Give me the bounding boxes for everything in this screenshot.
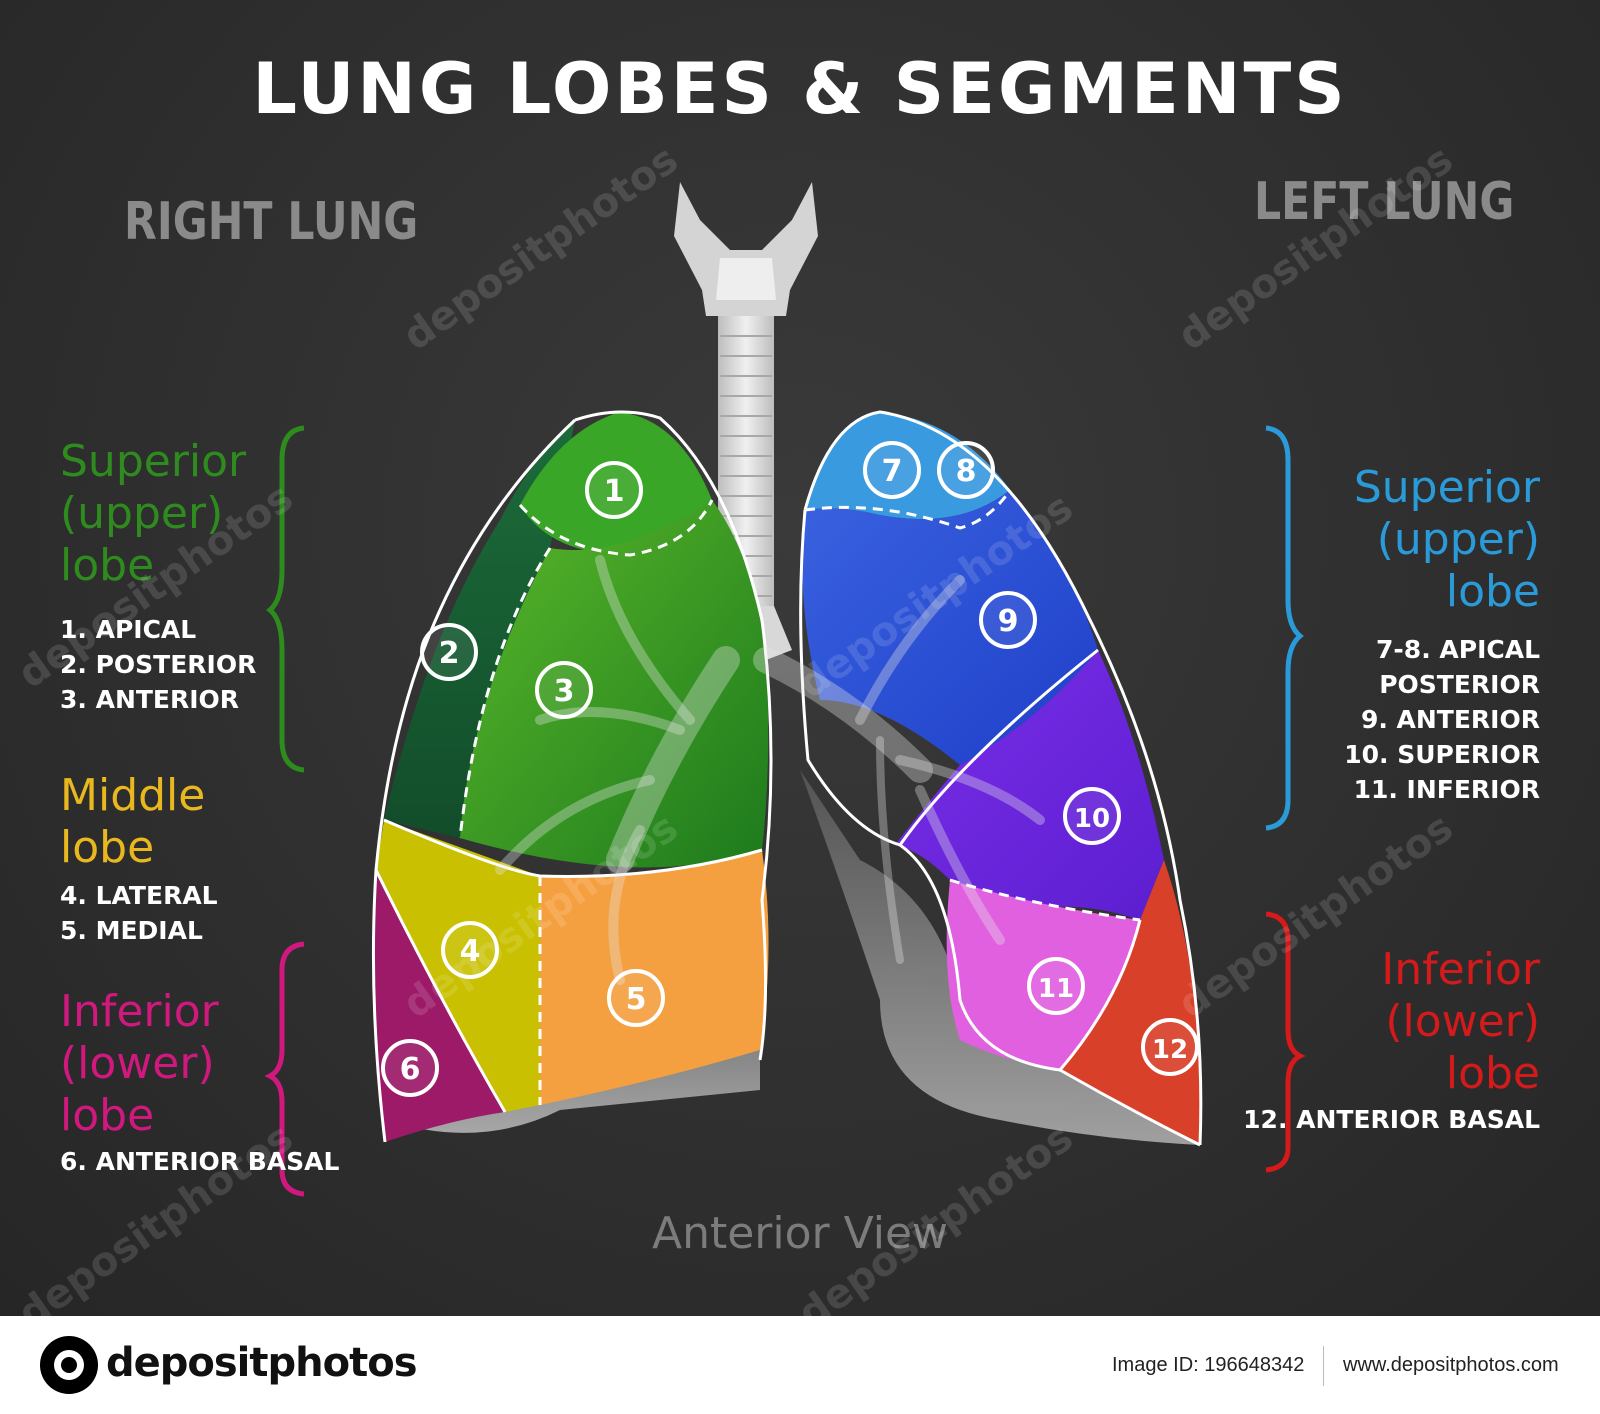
brackets — [264, 425, 1306, 1197]
footer-divider — [1323, 1346, 1324, 1386]
footer-bar: depositphotos Image ID: 196648342 www.de… — [0, 1316, 1600, 1414]
segment-number: 6 — [400, 1052, 421, 1087]
segment-badge-1: 1 — [585, 461, 643, 519]
segment-9-region — [802, 490, 1098, 765]
segment-badge-8: 8 — [937, 441, 995, 499]
view-label: Anterior View — [651, 1208, 949, 1259]
segment-badge-3: 3 — [535, 661, 593, 719]
segment-3-region — [460, 500, 769, 868]
segment-number: 5 — [626, 982, 647, 1017]
segment-number: 1 — [604, 474, 625, 509]
segment-number: 3 — [554, 674, 575, 709]
segment-number: 8 — [956, 454, 977, 489]
left-inferior-lobe-name: Inferior (lower) lobe — [1381, 944, 1540, 1099]
segment-6-region — [374, 870, 505, 1142]
segment-number: 2 — [439, 636, 460, 671]
segment-label: 3. ANTERIOR — [60, 685, 240, 714]
segment-7-8-region — [805, 412, 1010, 520]
segment-number: 12 — [1152, 1035, 1188, 1065]
segment-number: 9 — [998, 604, 1019, 639]
left-lung — [799, 410, 1203, 1147]
segment-label: 2. POSTERIOR — [60, 650, 257, 679]
right-lung-heading: RIGHT LUNG — [124, 192, 419, 252]
left-superior-segments: 7-8. APICAL POSTERIOR 9. ANTERIOR 10. SU… — [1344, 632, 1540, 807]
depositphotos-logo-icon — [40, 1336, 98, 1394]
segment-badge-2: 2 — [420, 623, 478, 681]
segment-label: 1. APICAL — [60, 615, 197, 644]
footer-logo-text: depositphotos — [106, 1340, 418, 1386]
page-title: LUNG LOBES & SEGMENTS — [252, 48, 1348, 130]
right-superior-lobe-name: Superior (upper) lobe — [60, 436, 247, 591]
segment-label: POSTERIOR — [1379, 670, 1540, 699]
segment-1-region — [520, 412, 712, 555]
segment-11-region — [946, 880, 1140, 1070]
right-middle-segments: 4. LATERAL 5. MEDIAL — [60, 878, 218, 948]
right-lung — [371, 410, 773, 1143]
bronchial-tree — [495, 555, 1045, 985]
right-superior-segments: 1. APICAL 2. POSTERIOR 3. ANTERIOR — [60, 612, 256, 717]
segment-label: 7-8. APICAL — [1376, 635, 1540, 664]
segment-label: 9. ANTERIOR — [1360, 705, 1540, 734]
segment-badge-12: 12 — [1141, 1018, 1199, 1076]
segment-label: 12. ANTERIOR BASAL — [1243, 1105, 1540, 1134]
segment-4-region — [376, 820, 540, 1112]
left-inferior-segments: 12. ANTERIOR BASAL — [1243, 1102, 1540, 1137]
segment-2-region — [384, 420, 575, 838]
right-inferior-lobe-name: Inferior (lower) lobe — [60, 986, 219, 1141]
segment-badge-6: 6 — [381, 1039, 439, 1097]
infographic-canvas: LUNG LOBES & SEGMENTS RIGHT LUNG LEFT LU… — [0, 0, 1600, 1338]
segment-label: 11. INFERIOR — [1353, 775, 1540, 804]
left-lung-heading: LEFT LUNG — [1254, 172, 1515, 232]
segment-number: 11 — [1038, 974, 1074, 1004]
footer-url[interactable]: www.depositphotos.com — [1343, 1354, 1559, 1376]
segment-badge-4: 4 — [441, 921, 499, 979]
segment-label: 4. LATERAL — [60, 881, 218, 910]
right-middle-lobe-name: Middle lobe — [60, 770, 206, 873]
left-superior-lobe-name: Superior (upper) lobe — [1353, 462, 1540, 617]
segment-number: 4 — [460, 934, 481, 969]
segment-number: 7 — [882, 454, 903, 489]
footer-image-id: Image ID: 196648342 — [1112, 1354, 1305, 1376]
segment-10-region — [895, 650, 1164, 920]
segment-label: 5. MEDIAL — [60, 916, 203, 945]
segment-badge-7: 7 — [863, 441, 921, 499]
segment-label: 6. ANTERIOR BASAL — [60, 1147, 340, 1176]
right-inferior-segments: 6. ANTERIOR BASAL — [60, 1144, 339, 1179]
segment-badge-5: 5 — [607, 969, 665, 1027]
segment-badge-11: 11 — [1027, 957, 1085, 1015]
segment-badge-10: 10 — [1063, 787, 1121, 845]
segment-number: 10 — [1074, 804, 1110, 834]
segment-label: 10. SUPERIOR — [1344, 740, 1540, 769]
segment-badge-9: 9 — [979, 591, 1037, 649]
